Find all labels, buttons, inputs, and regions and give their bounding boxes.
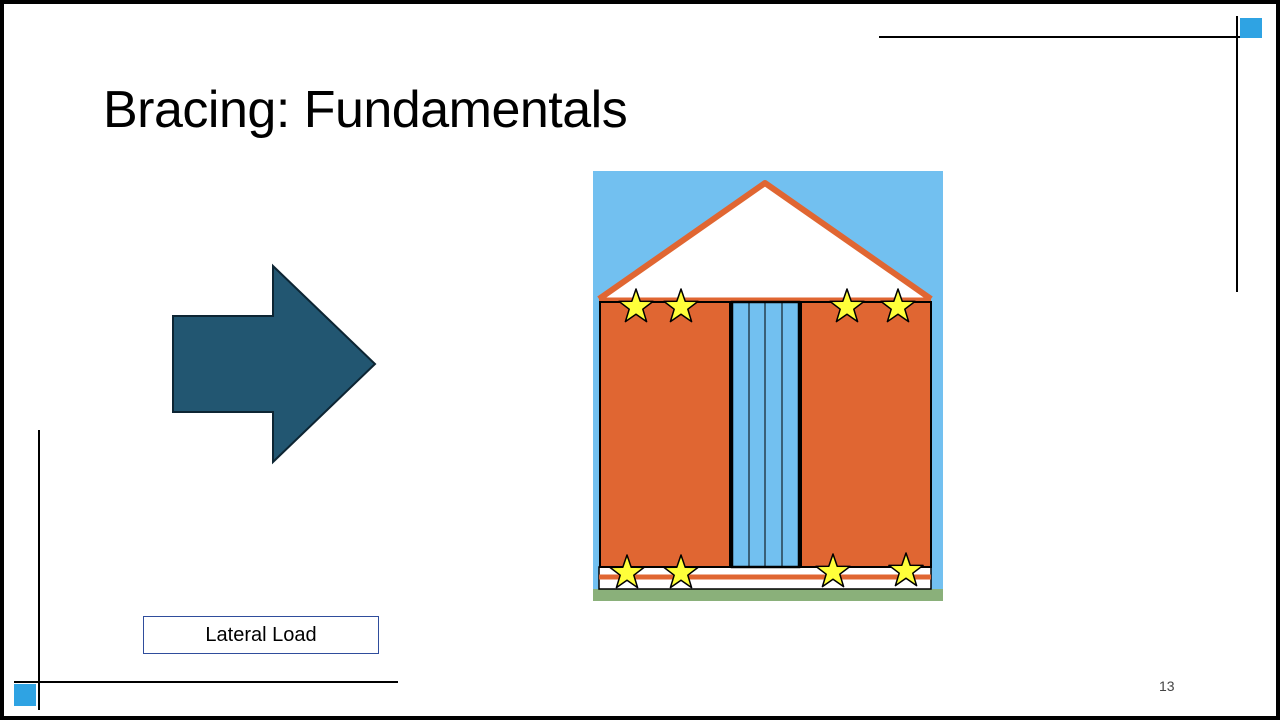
lateral-load-label: Lateral Load [143, 616, 379, 654]
star-icon [829, 288, 865, 323]
roof-line [597, 180, 933, 302]
star-icon [815, 553, 851, 588]
right-arrow-icon [172, 263, 377, 465]
star-icon [618, 288, 654, 323]
bottom-left-vertical-line [38, 430, 40, 710]
barn-illustration [593, 171, 943, 601]
star-icon [888, 552, 924, 587]
star-icon [880, 288, 916, 323]
star-icon [663, 288, 699, 323]
top-right-vertical-line [1236, 16, 1238, 292]
ground [593, 589, 943, 601]
gable-fill [599, 183, 931, 299]
top-right-horizontal-line [879, 36, 1254, 38]
left-wall-panel [599, 301, 731, 568]
bottom-left-accent-square [14, 684, 36, 706]
top-right-accent-square [1240, 18, 1262, 38]
right-wall-panel [800, 301, 932, 568]
slide: Bracing: Fundamentals Lateral Load [4, 4, 1276, 716]
page-number: 13 [1159, 678, 1175, 694]
star-icon [609, 554, 645, 589]
bottom-left-horizontal-line [14, 681, 398, 683]
slide-title: Bracing: Fundamentals [103, 81, 628, 139]
star-icon [663, 554, 699, 589]
